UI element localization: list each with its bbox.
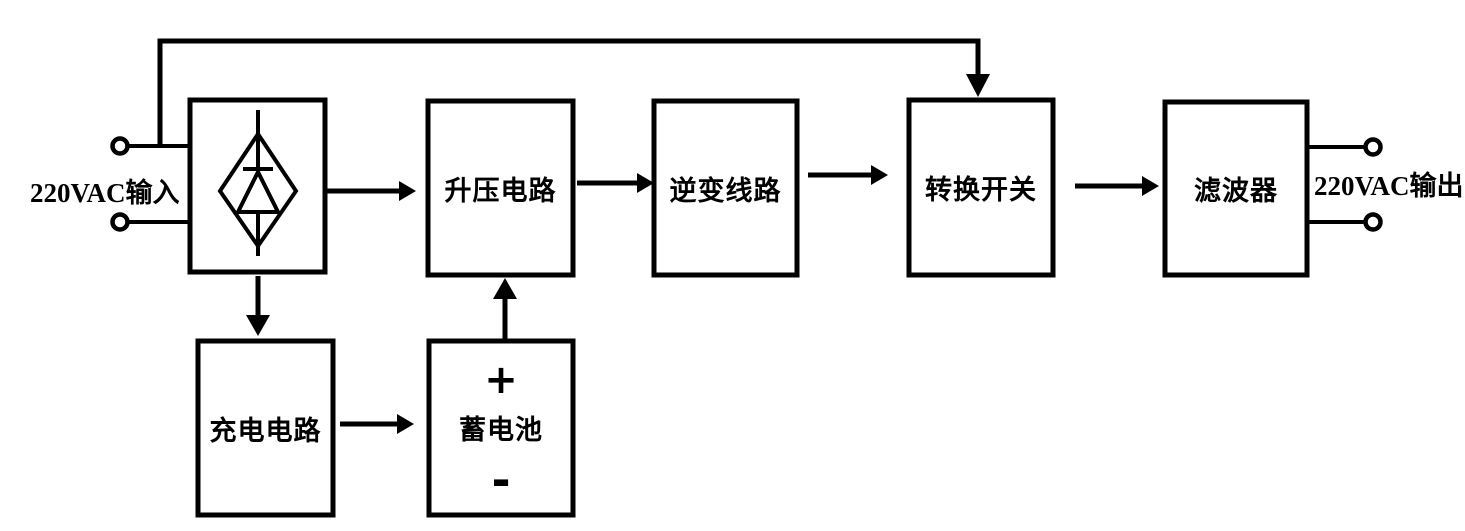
battery-positive-sign: +: [484, 357, 518, 403]
charger-block-box: [195, 338, 336, 518]
rectifier-block-box: [187, 97, 328, 275]
battery-block-box: [426, 338, 576, 518]
ac-output-label: 220VAC输出: [1314, 171, 1464, 201]
boost-block-box: [425, 98, 576, 278]
ac-output-terminal-bottom: [1363, 212, 1383, 232]
arrow-switch-to-filter-head: [1142, 176, 1159, 196]
transfer-switch-block-label: 转换开关: [925, 175, 1037, 205]
filter-block-label: 滤波器: [1194, 176, 1278, 206]
ac-input-label: 220VAC输入: [30, 178, 180, 208]
inverter-block-label: 逆变线路: [669, 175, 782, 206]
battery-negative-sign: -: [491, 453, 511, 507]
arrow-boost-to-inverter-head: [637, 173, 654, 193]
arrow-rectifier-to-boost-head: [399, 181, 416, 201]
boost-block-label: 升压电路: [444, 175, 557, 206]
charger-block-label: 充电电路: [209, 415, 322, 446]
arrow-battery-to-boost-head: [493, 278, 517, 299]
ac-input-terminal-bottom: [110, 212, 130, 232]
arrow-rectifier-to-charger-head: [246, 315, 270, 336]
transfer-switch-block-box: [906, 97, 1056, 278]
arrow-charger-to-battery-head: [397, 414, 414, 434]
ac-output-terminal-top: [1363, 137, 1383, 157]
battery-block-label: 蓄电池: [459, 414, 543, 445]
bypass-line: [157, 38, 981, 146]
arrow-inverter-to-switch-head: [871, 165, 888, 185]
inverter-block-box: [651, 98, 800, 278]
rectifier-diode-triangle: [234, 167, 282, 214]
ac-input-terminal-top: [110, 136, 130, 156]
filter-block-box: [1162, 99, 1310, 278]
bypass-arrowhead: [966, 74, 990, 97]
